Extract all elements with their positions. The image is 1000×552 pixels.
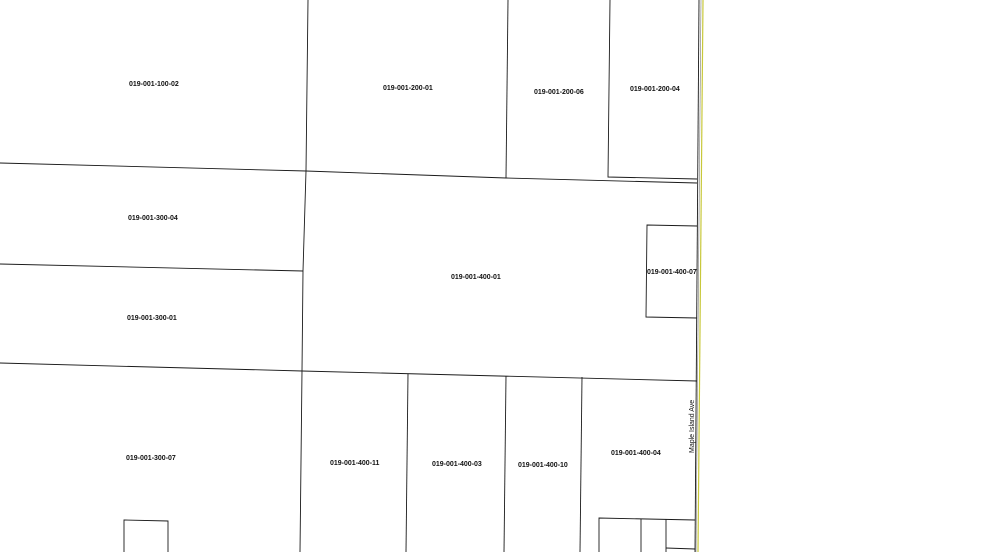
parcel-label[interactable]: 019-001-100-02 bbox=[129, 81, 179, 88]
parcel-label[interactable]: 019-001-400-11 bbox=[330, 460, 380, 467]
boundary-line bbox=[503, 375, 507, 552]
parcel-label[interactable]: 019-001-200-01 bbox=[383, 85, 433, 92]
boundary-line bbox=[0, 362, 698, 382]
boundary-line bbox=[645, 224, 698, 319]
parcel-label[interactable]: 019-001-300-07 bbox=[126, 455, 176, 462]
boundary-line bbox=[579, 376, 583, 552]
road-edge-line bbox=[697, 0, 704, 552]
road-center-line bbox=[695, 0, 702, 552]
parcel-labels: 019-001-100-02 019-001-200-01 019-001-20… bbox=[126, 81, 697, 469]
parcel-label[interactable]: 019-001-200-06 bbox=[534, 89, 584, 96]
road-maple-island-ave: Maple Island Ave bbox=[689, 0, 704, 552]
road-right-of-way-line bbox=[694, 0, 700, 552]
parcel-label[interactable]: 019-001-400-07 bbox=[647, 269, 697, 276]
boundary-line bbox=[607, 0, 698, 180]
boundary-line bbox=[505, 0, 509, 179]
boundary-line bbox=[598, 517, 696, 552]
parcel-boundaries bbox=[0, 0, 698, 552]
parcel-label[interactable]: 019-001-400-10 bbox=[518, 462, 568, 469]
boundary-line bbox=[0, 263, 304, 272]
boundary-line bbox=[405, 373, 409, 552]
parcel-label[interactable]: 019-001-400-01 bbox=[451, 274, 501, 281]
street-label: Maple Island Ave bbox=[689, 400, 696, 453]
boundary-line bbox=[299, 0, 309, 552]
parcel-label[interactable]: 019-001-300-04 bbox=[128, 215, 178, 222]
boundary-line bbox=[123, 519, 169, 552]
boundary-line bbox=[665, 547, 696, 550]
parcel-label[interactable]: 019-001-300-01 bbox=[127, 315, 177, 322]
boundary-line bbox=[0, 162, 698, 184]
parcel-label[interactable]: 019-001-200-04 bbox=[630, 86, 680, 93]
parcel-label[interactable]: 019-001-400-03 bbox=[432, 461, 482, 468]
parcel-label[interactable]: 019-001-400-04 bbox=[611, 450, 661, 457]
